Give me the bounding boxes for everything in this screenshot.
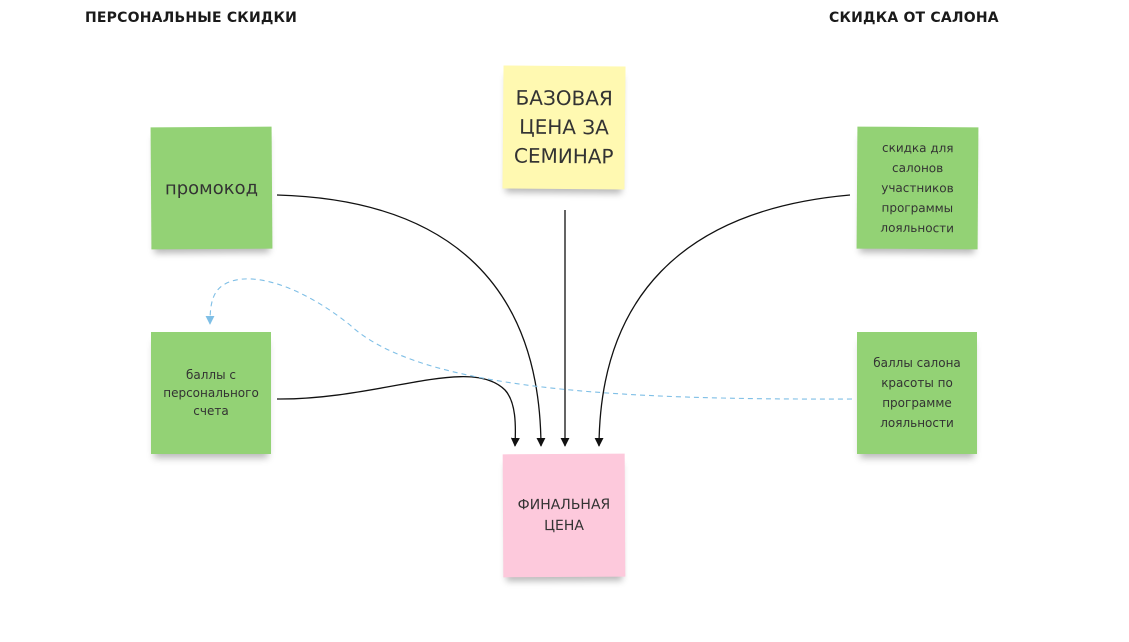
connector-points-to-final[interactable] <box>276 376 520 447</box>
connector-salon-points-to-personal-points[interactable] <box>205 278 853 400</box>
connector-promo-to-final[interactable] <box>276 194 546 447</box>
sticky-personal-points-text: баллы с персонального счета <box>163 368 259 418</box>
sticky-base-price[interactable]: БАЗОВАЯ ЦЕНА ЗА СЕМИНАР <box>502 65 626 190</box>
connector-salon-discount-to-final[interactable] <box>594 194 851 447</box>
heading-personal-discounts: ПЕРСОНАЛЬНЫЕ СКИДКИ <box>85 10 298 26</box>
sticky-final-price-text: ФИНАЛЬНАЯ ЦЕНА <box>517 496 611 534</box>
sticky-final-price[interactable]: ФИНАЛЬНАЯ ЦЕНА <box>502 453 626 578</box>
sticky-personal-points[interactable]: баллы с персонального счета <box>151 332 271 454</box>
sticky-salon-points[interactable]: баллы салона красоты по программе лояльн… <box>857 332 977 454</box>
heading-salon-discount: СКИДКА ОТ САЛОНА <box>829 10 999 26</box>
sticky-base-price-text: БАЗОВАЯ ЦЕНА ЗА СЕМИНАР <box>513 85 614 169</box>
sticky-promo-code[interactable]: промокод <box>150 126 273 250</box>
sticky-salon-discount[interactable]: скидка для салонов участников программы … <box>856 126 979 250</box>
sticky-promo-code-text: промокод <box>164 177 259 199</box>
sticky-salon-discount-text: скидка для салонов участников программы … <box>880 140 955 236</box>
sticky-salon-points-text: баллы салона красоты по программе лояльн… <box>873 356 961 430</box>
